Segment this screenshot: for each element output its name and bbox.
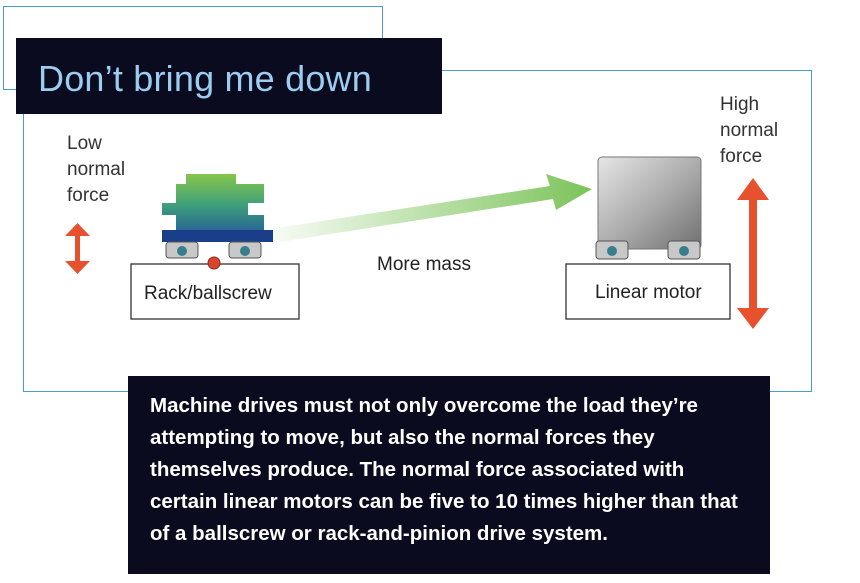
rack-ballscrew-base	[130, 263, 300, 320]
more-mass-arrow	[270, 174, 592, 243]
low-force-arrow	[65, 223, 90, 274]
more-mass-label: More mass	[377, 254, 471, 275]
high-force-line-2: normal	[720, 120, 779, 141]
linear-motor-label: Linear motor	[595, 282, 702, 303]
low-force-label: Low normal force	[67, 131, 125, 209]
caption-box: Machine drives must not only overcome th…	[128, 376, 770, 574]
high-force-label: High normal force	[720, 92, 778, 170]
low-force-line-1: Low	[67, 133, 102, 154]
high-force-line-3: force	[720, 146, 763, 167]
high-force-arrow	[737, 178, 769, 329]
rack-carriage	[162, 174, 273, 270]
title: Don’t bring me down	[38, 58, 372, 99]
low-force-line-2: normal	[67, 159, 126, 180]
high-force-line-1: High	[720, 94, 760, 115]
linear-motor-carriage	[595, 156, 702, 260]
linear-motor-base	[565, 263, 731, 320]
low-force-line-3: force	[67, 185, 110, 206]
title-banner: Don’t bring me down	[16, 38, 442, 114]
caption-text: Machine drives must not only overcome th…	[150, 394, 738, 545]
rack-ballscrew-label: Rack/ballscrew	[144, 283, 272, 304]
